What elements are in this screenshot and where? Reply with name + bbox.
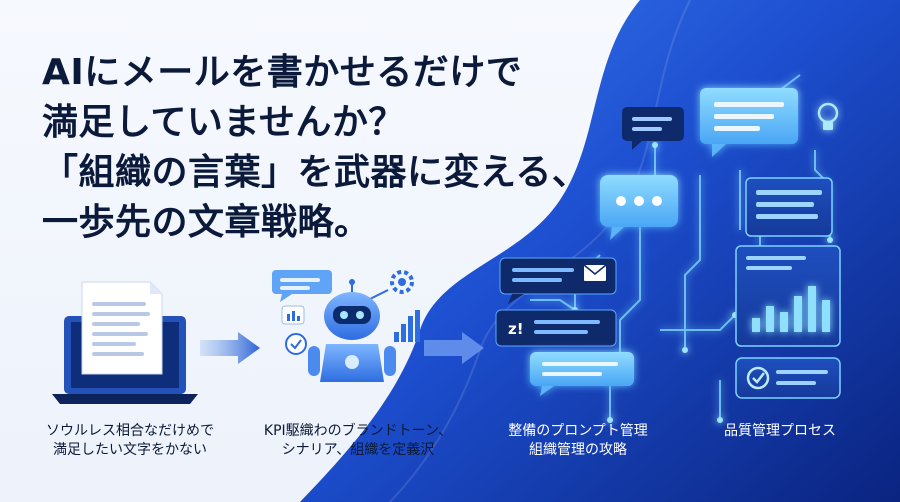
right-arrow-icon [424, 332, 484, 364]
right-arrow-icon [200, 332, 260, 364]
step-1-label: ソウルレス相合なだけめで 満足したい文字をかない [30, 422, 230, 460]
step-3-line-2: 組織管理の攻略 [529, 442, 627, 458]
step-1-line-1: ソウルレス相合なだけめで [46, 423, 214, 439]
svg-text:z!: z! [508, 320, 524, 338]
ai-robot-icon [272, 270, 420, 382]
step-2-label: KPI駆織わのブランドトーン、 シナリア、組織を定義沢 [258, 422, 458, 460]
step-3-label: 整備のプロンプト管理 組織管理の攻略 [478, 422, 678, 460]
laptop-document-icon [52, 281, 198, 404]
step-1-line-2: 満足したい文字をかない [53, 442, 207, 458]
headline: AIにメールを書かせるだけで 満足していませんか？ 「組織の言葉」を武器に変える… [42, 48, 589, 248]
step-4-line-1: 品質管理プロセス [724, 423, 836, 439]
mail-icon [583, 264, 607, 281]
chat-bubble-glow-mid [530, 352, 634, 396]
step-2-line-2: シナリア、組織を定義沢 [281, 442, 435, 458]
headline-line-1: AIにメールを書かせるだけで [42, 52, 523, 93]
headline-line-2: 満足していませんか？ [42, 102, 405, 143]
check-icon [752, 372, 765, 384]
step-3-line-1: 整備のプロンプト管理 [508, 423, 648, 439]
headline-line-3: 「組織の言葉」を武器に変える、 [42, 152, 589, 193]
code-bubble: z! [495, 309, 617, 347]
chat-bubble-light-top [700, 88, 798, 157]
typing-bubble [600, 175, 678, 240]
gear-icon [390, 270, 414, 294]
document-panel [745, 177, 833, 237]
headline-line-4: 一歩先の文章戦略。 [42, 202, 371, 243]
step-4-label: 品質管理プロセス [690, 422, 870, 441]
mail-bubble [499, 257, 617, 304]
chat-bubble-dark-top [622, 107, 684, 150]
lightbulb-icon [817, 102, 839, 130]
step-2-line-1: KPI駆織わのブランドトーン、 [263, 423, 453, 439]
check-panel [735, 357, 841, 399]
bar-chart-panel [735, 245, 841, 347]
